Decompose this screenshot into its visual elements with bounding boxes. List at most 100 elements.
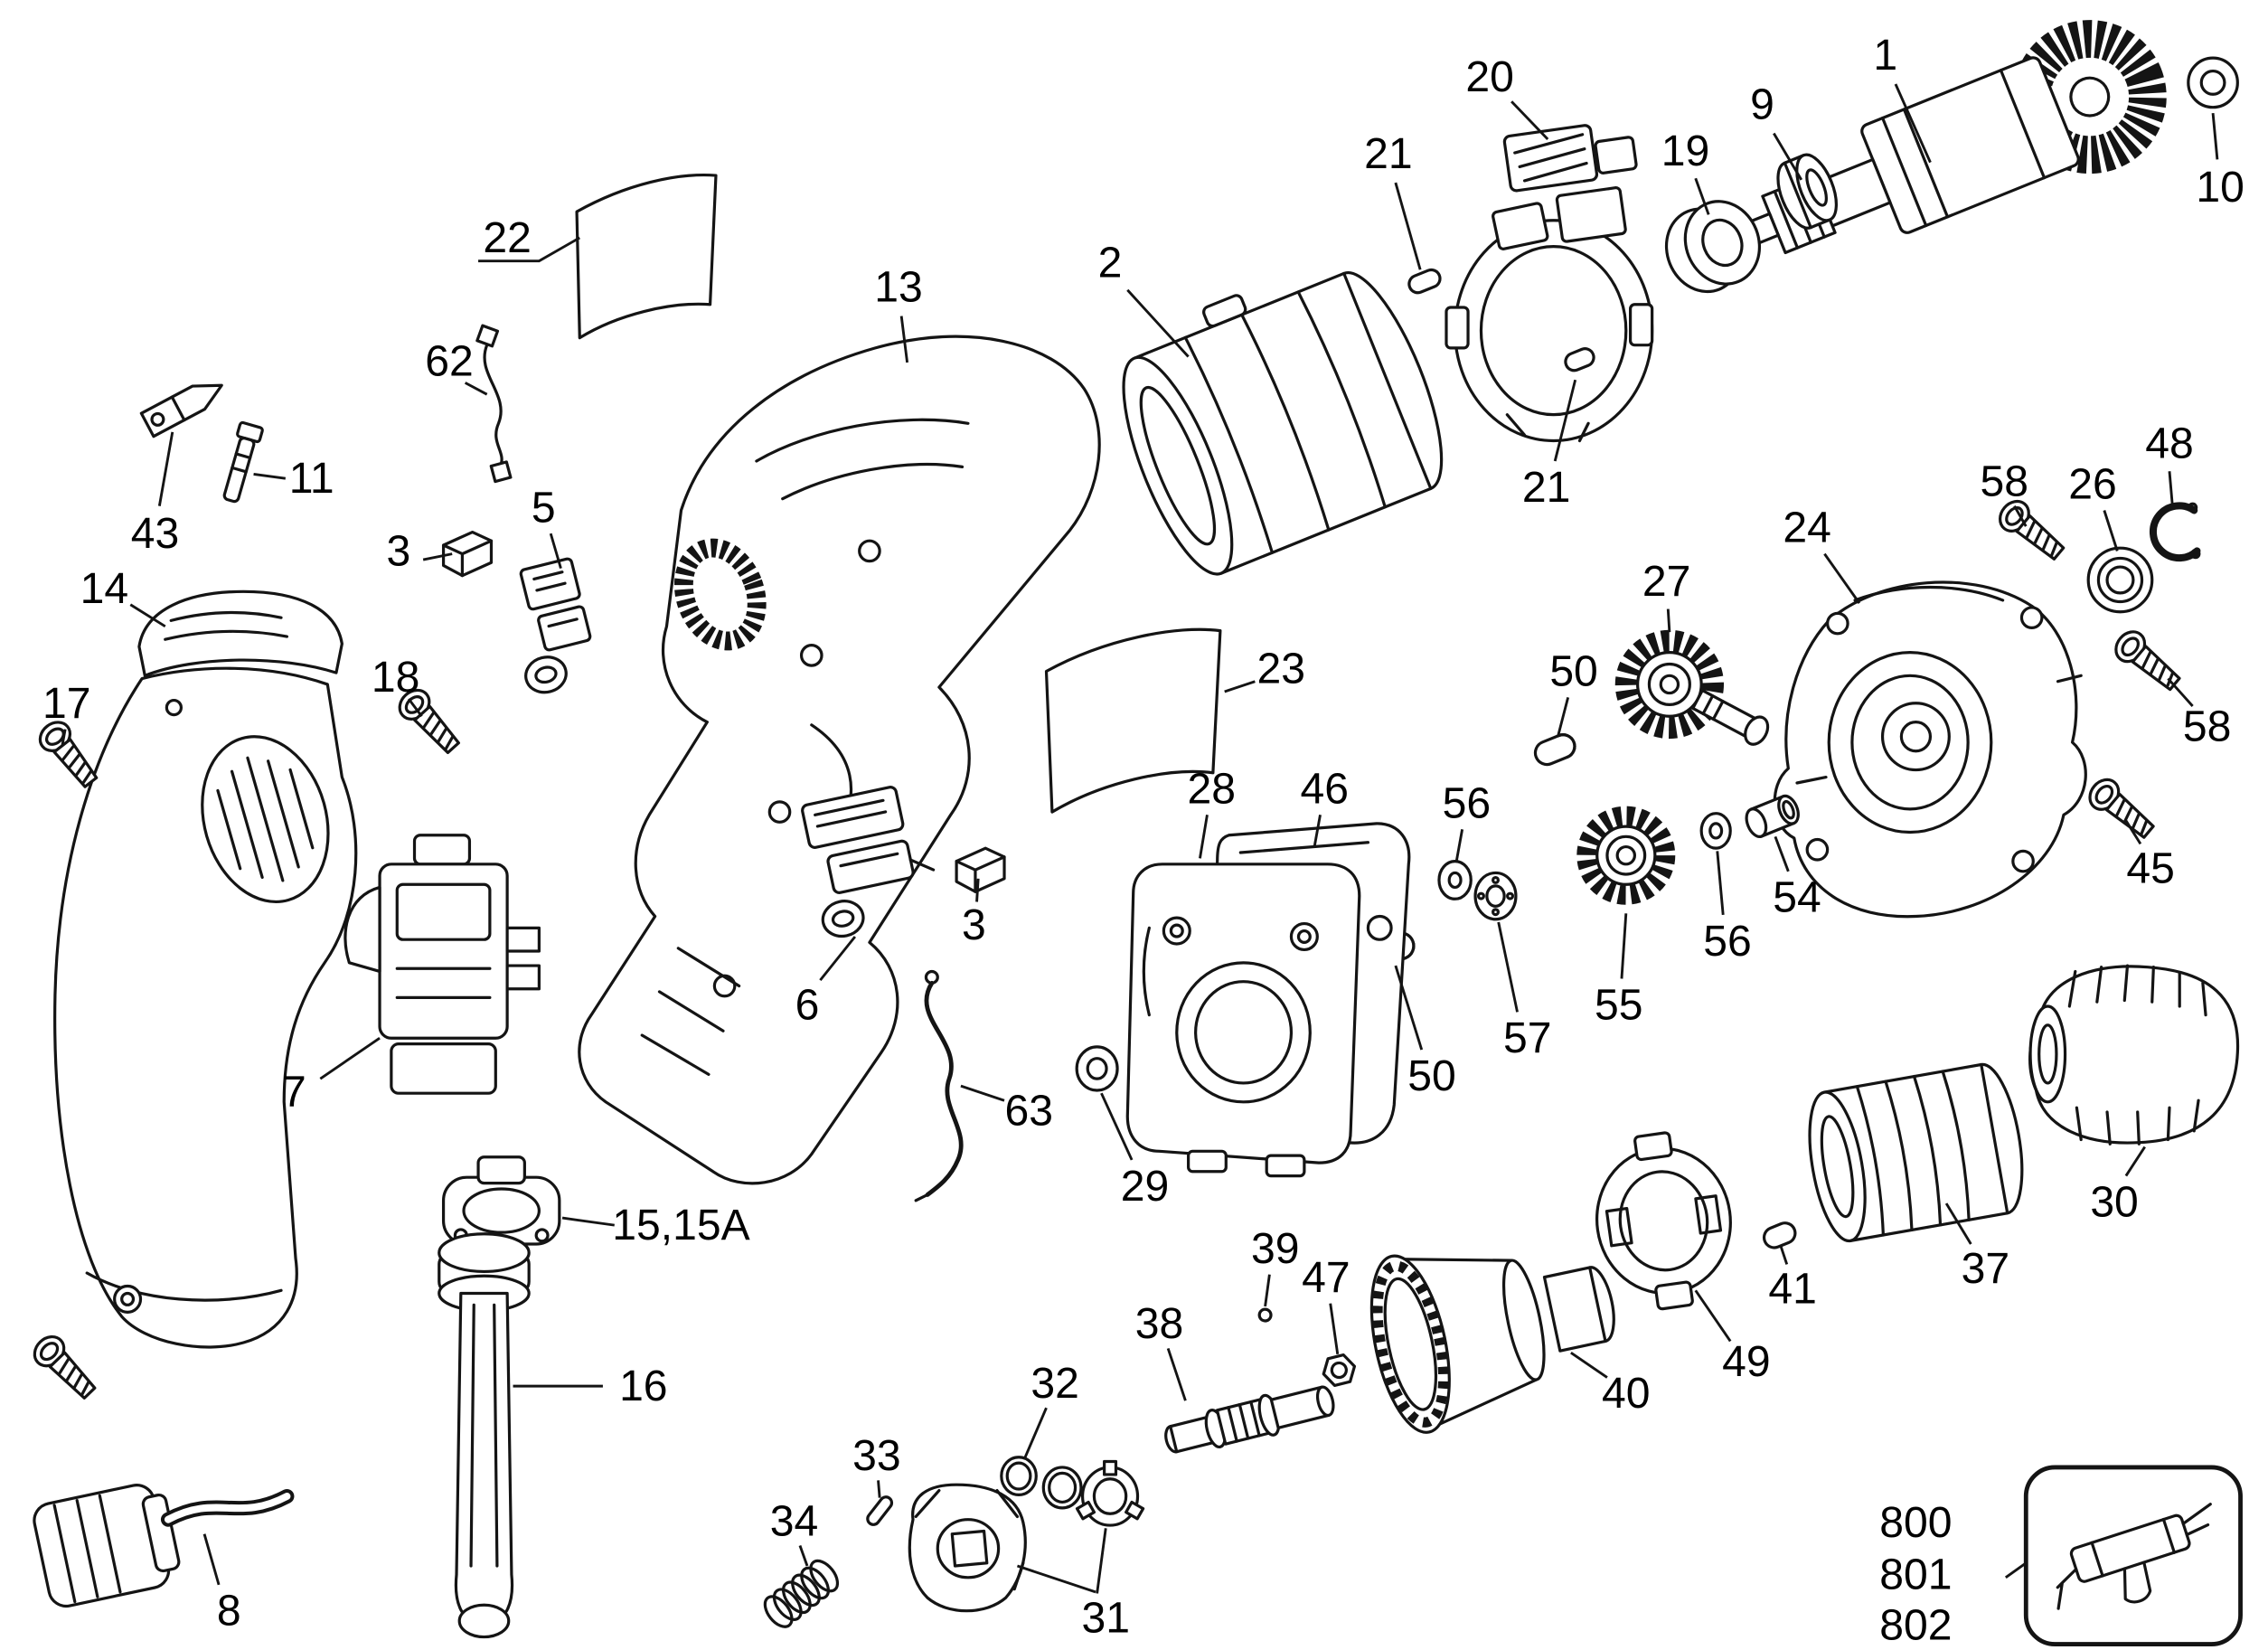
part-side-handle bbox=[438, 1232, 531, 1639]
callout-2-3: 3 bbox=[387, 526, 411, 575]
callout-41-46: 46 bbox=[1301, 764, 1349, 813]
callout-15-17: 17 bbox=[42, 679, 90, 728]
callout-25-27: 27 bbox=[1642, 557, 1690, 606]
leader-line-31-32 bbox=[1023, 1407, 1048, 1459]
part-armature bbox=[1747, 20, 2167, 255]
part-clutch-driver-40 bbox=[1369, 1254, 1615, 1434]
callout-0-1: 1 bbox=[1873, 31, 1897, 80]
leader-line-5-6 bbox=[819, 936, 857, 981]
leader-line-2-3 bbox=[422, 552, 453, 561]
leader-line-36-39 bbox=[1264, 1274, 1271, 1307]
part-pin-50a bbox=[1533, 733, 1576, 767]
callout-26-28: 28 bbox=[1188, 764, 1236, 813]
callout-29-31: 31 bbox=[1081, 1594, 1129, 1643]
part-pin-41 bbox=[1762, 1221, 1797, 1249]
leader-line-7-8 bbox=[202, 1533, 221, 1586]
part-brush-ring-21 bbox=[1445, 186, 1654, 443]
part-ring-19 bbox=[1664, 200, 1762, 294]
leader-line-33-34 bbox=[798, 1545, 809, 1567]
part-washer-10 bbox=[2187, 56, 2239, 109]
callout-17-19: 19 bbox=[1661, 127, 1709, 175]
callout-1-2: 2 bbox=[1098, 238, 1123, 287]
leader-line-41-46 bbox=[1313, 815, 1322, 847]
callout-48-55: 55 bbox=[1595, 980, 1642, 1029]
part-lead-wire-63 bbox=[914, 969, 964, 1202]
callout-23-24: 24 bbox=[1783, 504, 1830, 552]
legend-box bbox=[2023, 1465, 2243, 1646]
callout-10-11: 11 bbox=[289, 454, 334, 503]
leader-line-9-10 bbox=[2211, 112, 2219, 160]
leader-line-23-24 bbox=[1823, 552, 1861, 604]
leader-line-27-29 bbox=[1100, 1092, 1134, 1161]
part-spring-34 bbox=[763, 1559, 840, 1628]
leader-line-19-21 bbox=[1394, 182, 1422, 270]
leader-line-1-2 bbox=[1126, 288, 1190, 358]
callout-58-802: 802 bbox=[1879, 1601, 1952, 1650]
part-retaining-ring-48 bbox=[2149, 502, 2201, 562]
handle-vent bbox=[201, 735, 330, 904]
leader-line-55-63 bbox=[960, 1084, 1005, 1102]
leader-line-39-43 bbox=[157, 431, 174, 506]
leader-line-17-19 bbox=[1694, 177, 1710, 215]
callout-57-801: 801 bbox=[1879, 1551, 1952, 1599]
part-screw-bottom-left bbox=[33, 1334, 97, 1400]
part-pin-33 bbox=[866, 1495, 894, 1526]
callout-labels-layer: 1233567891011131415,15A16171819202121222… bbox=[42, 31, 2244, 1650]
part-washer-32a bbox=[1000, 1456, 1038, 1497]
callout-56-800: 800 bbox=[1879, 1498, 1952, 1547]
part-trigger-switch bbox=[343, 834, 541, 1095]
leader-line-12-14 bbox=[129, 603, 166, 628]
callout-5-6: 6 bbox=[795, 980, 820, 1029]
leader-line-28-30 bbox=[2124, 1146, 2146, 1177]
part-gear-27 bbox=[1614, 629, 1770, 746]
part-chuck-nose-31 bbox=[908, 1483, 1027, 1613]
callout-39-43: 43 bbox=[131, 509, 179, 558]
callout-4-5: 5 bbox=[532, 483, 556, 532]
part-bearing-26 bbox=[2086, 546, 2154, 614]
leader-line-11-13 bbox=[899, 316, 909, 363]
part-nameplate-23 bbox=[1044, 627, 1222, 814]
part-lead-wire-62 bbox=[475, 324, 513, 484]
callout-33-34: 34 bbox=[770, 1496, 818, 1545]
leader-line-54-62 bbox=[464, 382, 488, 396]
leader-line-10-11 bbox=[253, 472, 287, 480]
leader-line-37-40 bbox=[1570, 1352, 1608, 1379]
leader-line-35-38 bbox=[1166, 1347, 1187, 1401]
callout-8-9: 9 bbox=[1750, 80, 1774, 128]
part-nut-47 bbox=[1322, 1353, 1357, 1388]
leader-line-16-18 bbox=[407, 698, 423, 718]
part-field-coil bbox=[1122, 270, 1444, 576]
part-brush-holder-5 bbox=[519, 557, 592, 694]
callout-32-33: 33 bbox=[852, 1431, 900, 1480]
part-depth-rod-clamp bbox=[441, 1155, 561, 1246]
callout-20-21: 21 bbox=[1522, 463, 1570, 512]
callout-6-7: 7 bbox=[282, 1068, 306, 1117]
leader-line-47-54 bbox=[1774, 835, 1790, 872]
part-nameplate-22 bbox=[575, 173, 718, 340]
leader-line-22-23 bbox=[1224, 680, 1256, 693]
leader-line-43-48 bbox=[2168, 471, 2174, 505]
callout-9-10: 10 bbox=[2196, 163, 2244, 212]
callout-7-8: 8 bbox=[217, 1587, 241, 1636]
leader-line-25-27 bbox=[1666, 608, 1671, 633]
part-washer-32b bbox=[1041, 1466, 1083, 1510]
part-brush-left bbox=[441, 530, 494, 578]
callout-13-1515A: 15,15A bbox=[612, 1201, 749, 1249]
callout-52-58: 58 bbox=[1980, 457, 2028, 505]
leader-line-0-1 bbox=[1894, 83, 1932, 164]
leader-line-3-3 bbox=[975, 878, 980, 902]
leader-line-13-1515A bbox=[561, 1216, 615, 1227]
leader-line-42-47 bbox=[1329, 1303, 1340, 1355]
part-power-cord bbox=[33, 1484, 295, 1608]
callout-51-57: 57 bbox=[1503, 1014, 1551, 1062]
callout-53-58: 58 bbox=[2183, 702, 2231, 750]
part-washer-56b bbox=[1699, 812, 1732, 850]
callout-42-47: 47 bbox=[1302, 1253, 1350, 1302]
callout-12-14: 14 bbox=[80, 564, 128, 613]
leader-line-24-26 bbox=[2103, 510, 2119, 552]
part-brush-holder-6 bbox=[801, 786, 936, 938]
callout-54-62: 62 bbox=[425, 336, 473, 385]
callout-44-49: 49 bbox=[1722, 1337, 1770, 1386]
leader-line-44-49 bbox=[1694, 1289, 1732, 1343]
